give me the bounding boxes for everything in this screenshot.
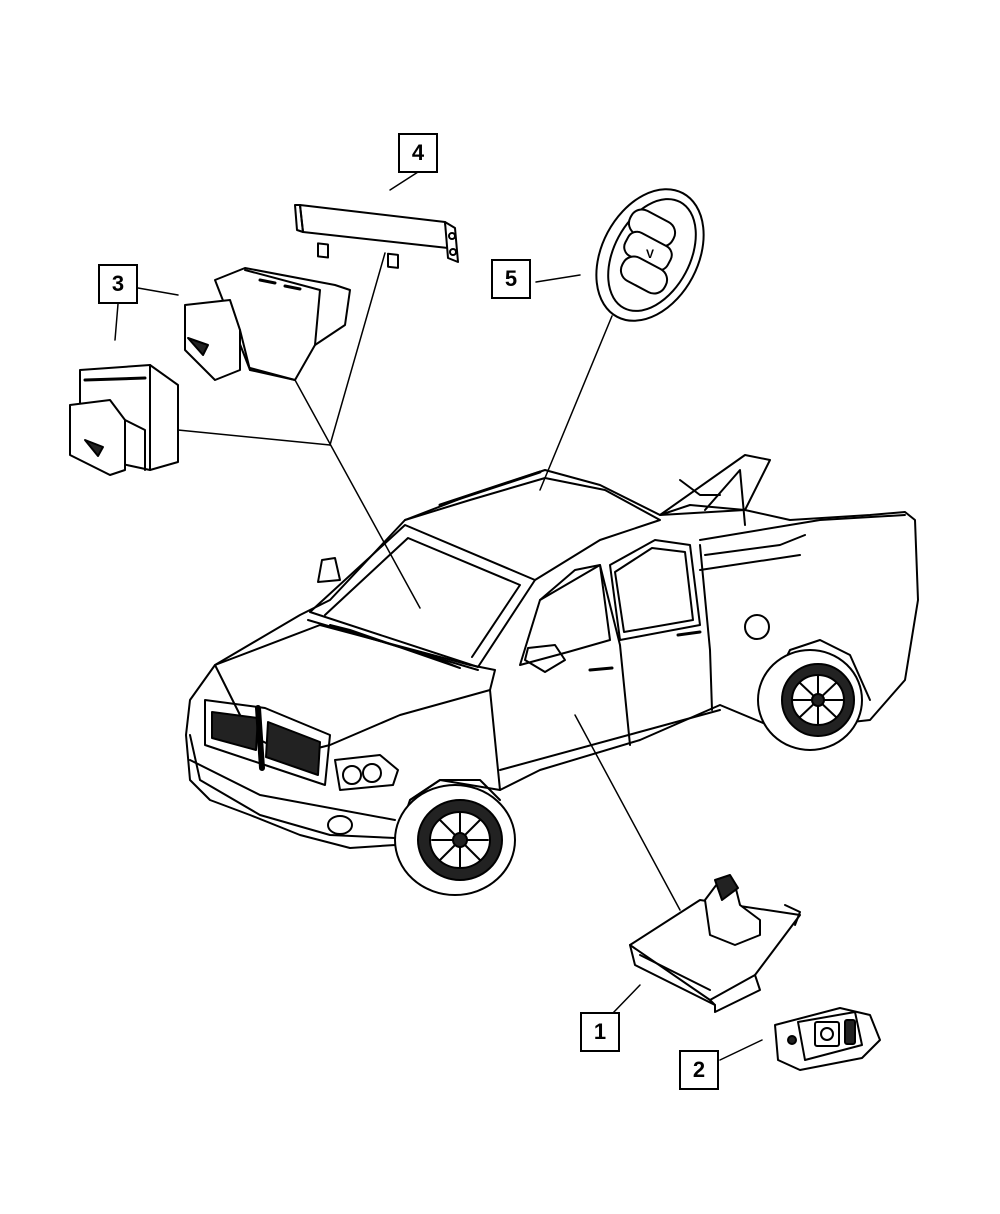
part-1-overhead-console	[629, 874, 801, 1013]
rear-wheel	[757, 639, 871, 751]
leader-lines	[114, 171, 763, 1061]
part-3-lower-switch	[69, 364, 179, 476]
callout-5: 5	[491, 259, 531, 299]
truck-grille	[204, 699, 331, 786]
callout-4-label: 4	[411, 140, 425, 165]
part-5-remote: V	[595, 188, 705, 322]
callout-3: 3	[98, 264, 138, 304]
part-2-switch	[774, 1007, 881, 1071]
callout-2-label: 2	[692, 1057, 706, 1082]
callout-2: 2	[679, 1050, 719, 1090]
remote-button-label: V	[646, 247, 654, 261]
front-wheel	[394, 779, 516, 896]
pickup-truck	[185, 454, 919, 896]
callout-5-label: 5	[504, 266, 518, 291]
part-3-upper-switch	[184, 267, 351, 381]
callout-1: 1	[580, 1012, 620, 1052]
part-4-switch-bezel	[294, 204, 459, 269]
callout-4: 4	[398, 133, 438, 173]
callout-3-label: 3	[111, 271, 125, 296]
truck-body-outline	[185, 469, 919, 849]
callout-1-label: 1	[593, 1019, 607, 1044]
